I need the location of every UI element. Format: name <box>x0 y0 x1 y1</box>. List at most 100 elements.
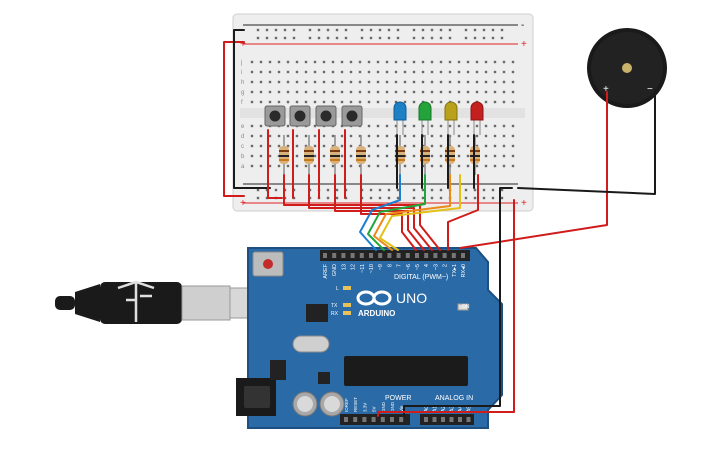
digital-pin-hole[interactable] <box>424 253 429 258</box>
power-pin-hole[interactable] <box>353 417 358 422</box>
push-button-4[interactable] <box>341 105 363 127</box>
breadboard-hole <box>340 164 344 168</box>
breadboard-hole <box>511 164 515 168</box>
breadboard-hole <box>493 100 497 104</box>
breadboard-hole <box>250 134 254 138</box>
breadboard-hole <box>502 60 506 64</box>
breadboard-hole <box>286 164 290 168</box>
digital-pin-hole[interactable] <box>405 253 410 258</box>
digital-pin-hole[interactable] <box>378 253 383 258</box>
power-pin-label: RESET <box>353 397 358 412</box>
wire-green <box>367 174 426 251</box>
analog-pin-hole[interactable] <box>432 417 437 422</box>
analog-pin-label: A4 <box>458 406 464 412</box>
digital-pin-hole[interactable] <box>461 253 465 258</box>
resistor-4 <box>356 135 366 175</box>
digital-pin-hole[interactable] <box>387 253 392 258</box>
breadboard-hole <box>295 144 299 148</box>
digital-pin-label: ~6 <box>406 264 412 270</box>
digital-pin-hole[interactable] <box>323 253 327 258</box>
wire-black-rail-left <box>233 29 271 189</box>
breadboard-hole <box>277 70 281 74</box>
power-pin-hole[interactable] <box>380 417 385 422</box>
analog-pin-hole[interactable] <box>441 417 445 422</box>
piezo-buzzer[interactable]: + − <box>587 28 667 108</box>
breadboard-hole <box>385 134 389 138</box>
rail-hole <box>491 36 495 40</box>
digital-pin-hole[interactable] <box>415 253 419 258</box>
row-letter: d <box>241 134 244 140</box>
breadboard-hole <box>502 164 506 168</box>
breadboard-hole <box>511 70 515 74</box>
digital-pin-hole[interactable] <box>396 253 401 258</box>
power-pin-hole[interactable] <box>390 417 394 422</box>
digital-pin-label: 4 <box>424 264 430 267</box>
breadboard-hole <box>286 80 290 84</box>
breadboard-hole <box>430 124 434 128</box>
led-blue[interactable] <box>393 101 407 135</box>
breadboard-hole <box>367 164 371 168</box>
breadboard-hole <box>493 80 497 84</box>
led-red[interactable] <box>470 101 484 135</box>
breadboard-hole <box>331 164 335 168</box>
rail-hole <box>473 188 477 192</box>
digital-pin-hole[interactable] <box>369 253 373 258</box>
analog-pin-hole[interactable] <box>449 417 454 422</box>
wire-buzzer-plus <box>459 91 608 249</box>
digital-pin-hole[interactable] <box>350 253 355 258</box>
breadboard-hole <box>304 134 308 138</box>
rail-hole <box>335 28 339 32</box>
rail-hole <box>482 188 486 192</box>
digital-pin-hole[interactable] <box>359 253 364 258</box>
led-green[interactable] <box>418 101 432 135</box>
push-button-3[interactable] <box>315 105 337 127</box>
rail-hole <box>378 28 382 32</box>
power-pin-hole[interactable] <box>371 417 376 422</box>
rail-hole <box>464 36 468 40</box>
digital-pin-label: AREF <box>323 263 329 278</box>
breadboard-hole <box>385 100 389 104</box>
analog-in-label: ANALOG IN <box>435 395 473 402</box>
digital-pin-hole[interactable] <box>442 253 447 258</box>
breadboard-hole <box>403 124 407 128</box>
breadboard-hole <box>457 164 461 168</box>
digital-pin-label: GND <box>332 264 338 276</box>
power-pin-hole[interactable] <box>362 417 367 422</box>
breadboard-hole <box>331 70 335 74</box>
breadboard-hole <box>313 90 317 94</box>
breadboard-hole <box>340 70 344 74</box>
breadboard-hole <box>511 124 515 128</box>
push-button-1[interactable] <box>264 105 286 127</box>
breadboard-hole <box>322 164 326 168</box>
breadboard-hole <box>349 144 353 148</box>
push-button-2[interactable] <box>289 105 311 127</box>
wire-buzzer-minus <box>517 89 656 195</box>
row-letter: a <box>241 164 245 170</box>
wire-orange <box>373 174 451 251</box>
breadboard-hole <box>322 154 326 158</box>
analog-pin-hole[interactable] <box>466 417 471 422</box>
digital-pin-hole[interactable] <box>341 253 346 258</box>
breadboard-hole <box>394 90 398 94</box>
digital-pin-hole[interactable] <box>332 253 337 258</box>
breadboard-hole <box>430 90 434 94</box>
rail-hole <box>430 196 434 200</box>
led-yellow[interactable] <box>444 101 458 135</box>
digital-pin-hole[interactable] <box>433 253 438 258</box>
analog-pin-hole[interactable] <box>458 417 462 422</box>
breadboard-hole <box>340 134 344 138</box>
rail-hole <box>265 36 269 40</box>
power-pin-hole[interactable] <box>344 417 348 422</box>
rail-hole <box>256 28 260 32</box>
analog-pin-hole[interactable] <box>424 417 428 422</box>
power-pin-hole[interactable] <box>399 417 404 422</box>
led-tx-label: TX <box>331 303 338 309</box>
breadboard-hole <box>358 60 362 64</box>
breadboard-hole <box>358 164 362 168</box>
digital-pin-hole[interactable] <box>451 253 456 258</box>
row-letter: e <box>241 124 245 130</box>
breadboard-hole <box>502 100 506 104</box>
breadboard-hole <box>493 134 497 138</box>
breadboard-hole <box>430 70 434 74</box>
breadboard-hole <box>448 124 452 128</box>
